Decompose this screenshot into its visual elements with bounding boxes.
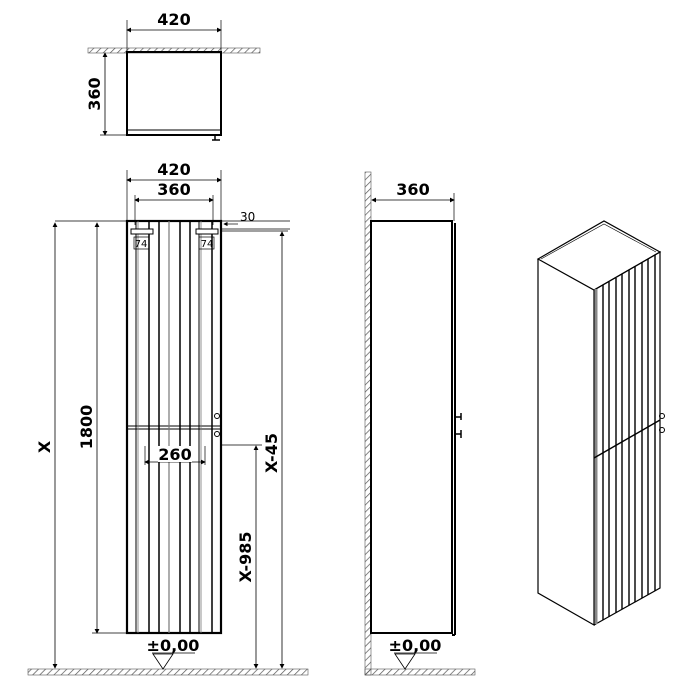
handle-spacing-label: 260 (158, 445, 191, 464)
side-floor-level-label: ±0,00 (389, 636, 442, 655)
mount-height-label: X-45 (262, 433, 281, 473)
top-width-label: 420 (157, 10, 190, 29)
handle-knob-upper (214, 413, 220, 419)
iso-handle-knob-lower (659, 427, 665, 433)
iso-handle-knob-upper (659, 413, 665, 419)
cabinet-height-label: 1800 (77, 405, 96, 450)
overall-height-symbol: X (35, 440, 54, 453)
wall-bracket-left: 74 (130, 228, 154, 250)
front-view: 74 74 420 360 30 X 1800 (27, 160, 309, 676)
side-floor-level-marker (394, 653, 416, 670)
side-cabinet-body (370, 220, 453, 634)
top-view-cabinet (126, 51, 222, 136)
top-view: 420 360 (85, 10, 261, 141)
floor-level-marker (152, 653, 174, 670)
front-outer-width-label: 420 (157, 160, 190, 179)
bracket-left-label: 74 (135, 239, 148, 250)
side-depth-label: 360 (396, 180, 429, 199)
iso-side-face (537, 259, 595, 627)
side-handles (455, 413, 462, 438)
front-inner-width-label: 360 (157, 180, 190, 199)
side-floor-hatch (364, 668, 476, 676)
top-depth-label: 360 (85, 77, 104, 110)
front-floor-hatch (27, 668, 309, 676)
front-cabinet-body (125, 219, 223, 635)
bottom-height-label: X-985 (236, 531, 255, 582)
side-view: 360 ±0,00 (364, 171, 476, 676)
front-floor-level-label: ±0,00 (147, 636, 200, 655)
iso-door-split (593, 419, 661, 459)
bracket-right-label: 74 (201, 239, 214, 250)
isometric-view (536, 220, 665, 627)
top-offset-label: 30 (240, 210, 255, 224)
wall-bracket-right: 74 (195, 228, 219, 250)
handle-knob-lower (214, 431, 220, 437)
front-grooves (135, 221, 213, 633)
